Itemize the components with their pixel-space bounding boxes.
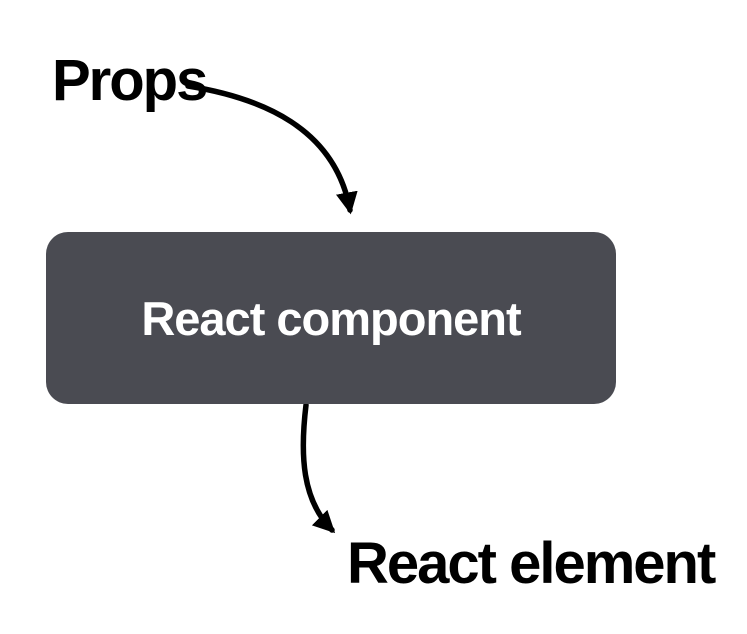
component-to-element-arrow [300,402,336,534]
props-to-component-arrow [185,83,358,215]
props-label: Props [52,48,208,113]
react-component-label: React component [141,291,521,345]
react-element-label: React element [347,531,716,596]
react-component-box: React component [46,232,616,404]
